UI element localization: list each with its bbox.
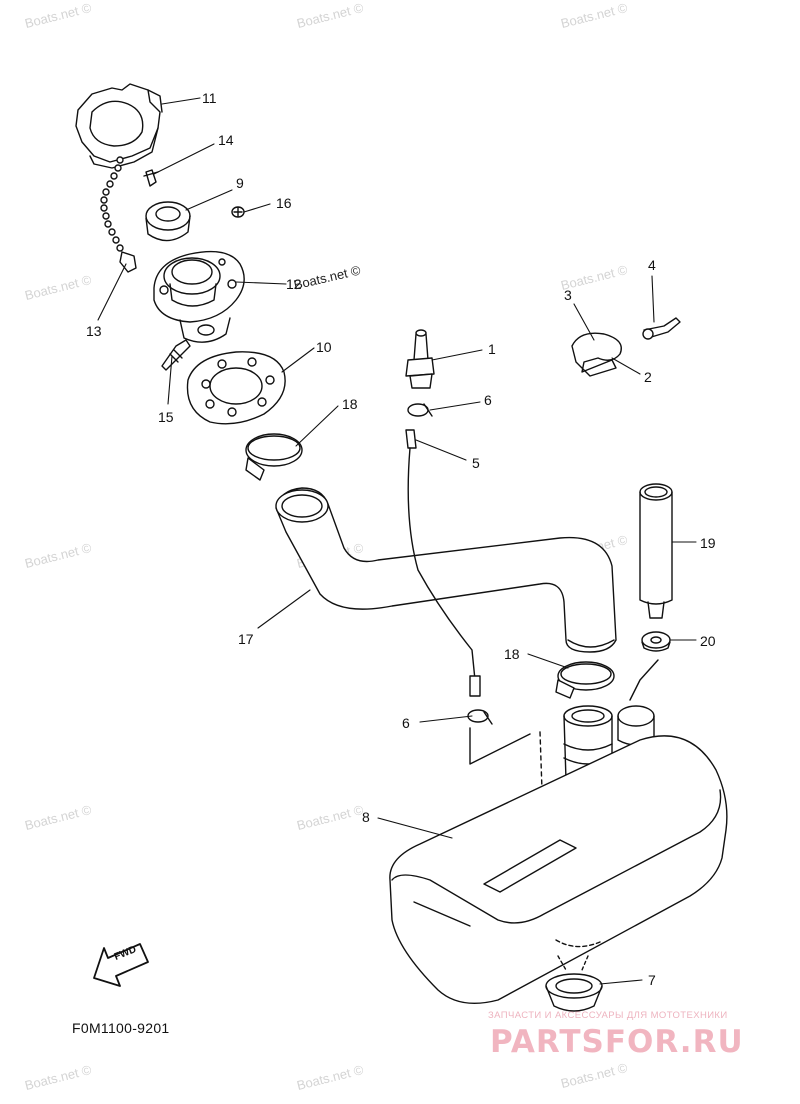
callout-3: 3 [564, 287, 572, 303]
callout-5: 5 [472, 455, 480, 471]
hose-clamp-part [245, 433, 303, 481]
callout-8: 8 [362, 809, 370, 825]
callout-17: 17 [238, 631, 254, 647]
strap-and-fitting-part [571, 317, 681, 377]
gasket-part [186, 351, 286, 425]
breather-fitting-part [405, 329, 435, 389]
tank-neck-part [563, 705, 655, 787]
hose-clamp-part [555, 661, 615, 699]
shop-logo: ЗАПЧАСТИ И АКСЕССУАРЫ ДЛЯ МОТОТЕХНИКИ PA… [488, 1010, 788, 1064]
filler-hose-part [275, 487, 617, 653]
screw-part [231, 206, 245, 218]
callout-4: 4 [648, 257, 656, 273]
callout-18-upper: 18 [342, 396, 358, 412]
callout-9: 9 [236, 175, 244, 191]
callout-13: 13 [86, 323, 102, 339]
drain-cap-part [545, 955, 603, 1012]
fuel-tank-part [389, 735, 728, 1005]
callout-18-lower: 18 [504, 646, 520, 662]
callout-15: 15 [158, 409, 174, 425]
shop-brand: PARTSFOR.RU [490, 1024, 744, 1060]
callout-2: 2 [644, 369, 652, 385]
callout-6-upper: 6 [484, 392, 492, 408]
callout-6-lower: 6 [402, 715, 410, 731]
callout-1: 1 [488, 341, 496, 357]
grommet-part [641, 631, 671, 652]
screw-part [143, 169, 159, 187]
shop-tagline: ЗАПЧАСТИ И АКСЕССУАРЫ ДЛЯ МОТОТЕХНИКИ [488, 1010, 728, 1021]
breather-tube-part [405, 429, 481, 697]
callout-10: 10 [316, 339, 332, 355]
callout-11: 11 [202, 90, 217, 106]
callout-20: 20 [700, 633, 716, 649]
clip-part [467, 709, 493, 725]
pipe-part [639, 483, 673, 619]
callout-19: 19 [700, 535, 716, 551]
callout-7: 7 [648, 972, 656, 988]
fuel-cap-part [75, 83, 163, 169]
callout-14: 14 [218, 132, 234, 148]
callout-12: 12 [286, 276, 302, 292]
leader-lines [97, 97, 697, 985]
vent-fitting-part [161, 339, 191, 371]
filler-neck-part [153, 250, 245, 343]
diagram-code: F0M1100-9201 [72, 1020, 170, 1036]
chain-part [100, 156, 137, 273]
seal-part [145, 201, 191, 242]
fwd-arrow-icon [93, 943, 149, 987]
callout-16: 16 [276, 195, 292, 211]
clip-part [407, 403, 433, 417]
